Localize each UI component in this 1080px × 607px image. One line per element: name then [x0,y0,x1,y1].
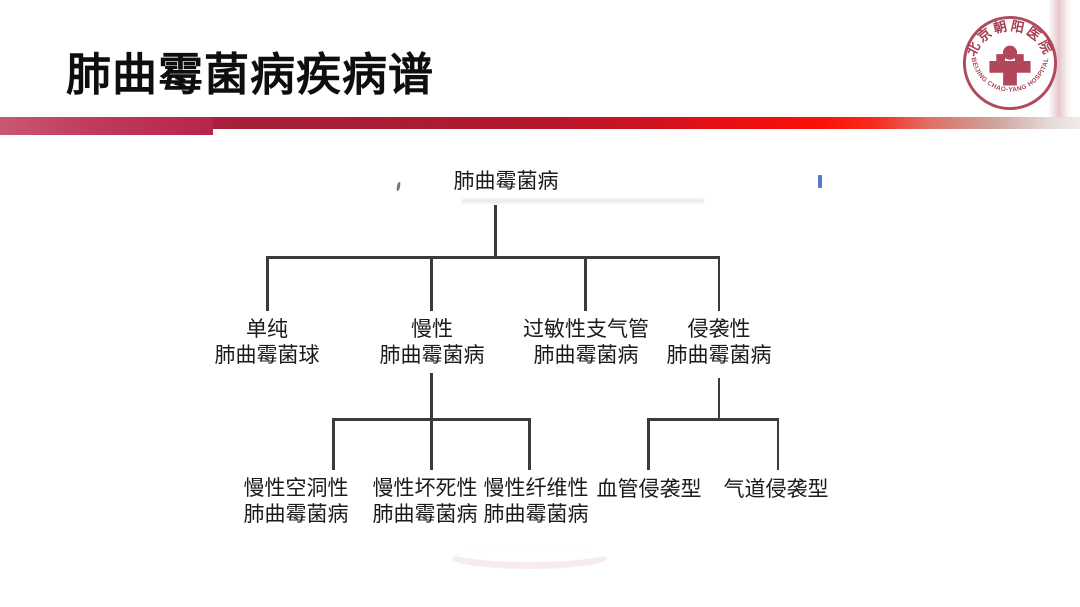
scan-artifact-comma [396,181,401,192]
connector-drop-cavitary [332,418,335,470]
connector-drop-invasive [717,256,720,311]
node-chronic: 慢性 肺曲霉菌病 [379,318,485,367]
connector-drop-angioinvasive [647,418,650,470]
title-divider-bar [0,117,1080,129]
node-abpa: 过敏性支气管 肺曲霉菌病 [523,318,649,367]
title-divider-bar-left-segment [0,117,213,135]
page-title: 肺曲霉菌病疾病谱 [66,49,435,100]
connector-drop-chronic [430,256,433,311]
connector-drop-simple [266,256,269,311]
connector-drop-abpa [584,256,587,311]
connector-chronic-horizontal [332,418,531,421]
scan-artifact-blue-tick [818,175,822,188]
hospital-logo: 北京朝阳医院 BEIJING CHAO-YANG HOSPITAL [962,15,1058,111]
connector-drop-fibrotic [528,418,531,470]
node-simple-aspergilloma: 单纯 肺曲霉菌球 [214,318,320,367]
logo-cross-icon [989,45,1031,86]
connector-invasive-horizontal [647,418,779,421]
node-chronic-fibrotic: 慢性纤维性 肺曲霉菌病 [483,477,589,526]
connector-root-vertical [494,205,497,258]
scan-artifact-smudge [462,199,704,203]
node-invasive: 侵袭性 肺曲霉菌病 [666,318,772,367]
bottom-crescent-decoration [452,548,607,569]
node-chronic-cavitary: 慢性空洞性 肺曲霉菌病 [243,477,349,526]
node-airway-invasive: 气道侵袭型 [723,478,829,501]
connector-drop-airway [776,418,779,470]
node-chronic-necrotizing: 慢性坏死性 肺曲霉菌病 [372,477,478,526]
connector-level1-horizontal [266,256,720,259]
connector-invasive-vertical [717,378,720,420]
connector-chronic-vertical [430,373,433,470]
node-angioinvasive: 血管侵袭型 [596,478,702,501]
node-root: 肺曲霉菌病 [453,170,559,193]
